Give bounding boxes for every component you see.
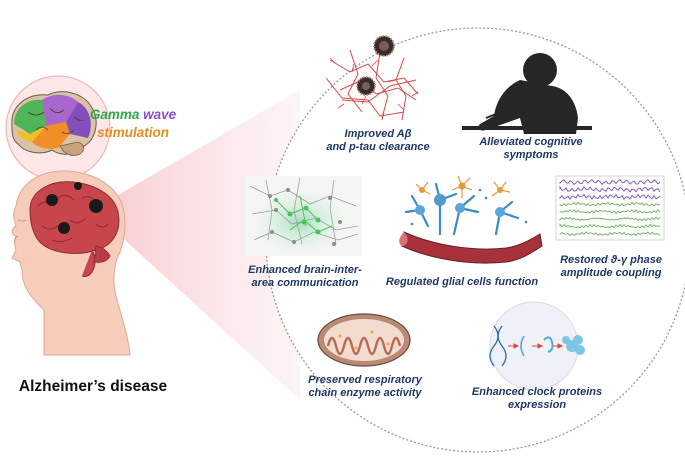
dna-to-protein-icon	[489, 301, 585, 391]
stimulation-badge	[5, 75, 111, 181]
plaque-dot	[46, 194, 58, 206]
disease-label: Alzheimer’s disease	[18, 378, 168, 395]
stimulation-word-wave: wave	[143, 107, 177, 122]
effect-label-amyloid: Improved Aβ and p-tau clearance	[326, 128, 430, 153]
head-silhouette-icon	[11, 170, 131, 356]
effect-label-communication: Enhanced brain-inter- area communication	[248, 264, 362, 289]
effect-label-cognitive: Alleviated cognitive symptoms	[479, 136, 583, 161]
eeg-line	[559, 201, 661, 207]
projection-cone	[92, 90, 300, 400]
dna-helix-icon	[489, 325, 507, 367]
amyloid-plaque-icon	[325, 49, 419, 121]
eeg-line	[559, 223, 661, 229]
eeg-line	[559, 178, 661, 186]
effect-label-glial: Regulated glial cells function	[385, 276, 539, 288]
stimulation-word-gamma: Gamma	[89, 107, 140, 122]
neural-network-icon	[246, 176, 362, 256]
effect-label-coupling: Restored ϑ-γ phase amplitude coupling	[560, 254, 662, 279]
colored-brain-icon	[11, 91, 97, 156]
stimulation-word-stimulation: stimulation	[96, 125, 169, 140]
plaque-dot	[89, 199, 103, 213]
person-writing-icon	[462, 53, 592, 134]
eeg-line	[559, 185, 661, 193]
glial-cell-vessel-icon	[399, 175, 543, 264]
clock-protein-icon	[562, 335, 585, 355]
effect-label-respiratory: Preserved respiratory chain enzyme activ…	[308, 374, 422, 399]
stimulation-title: Gamma wave stimulation	[78, 106, 188, 142]
eeg-line	[559, 193, 661, 201]
eeg-trace-icon	[555, 175, 665, 241]
eeg-line	[559, 216, 661, 222]
plaque-dot	[74, 182, 82, 190]
plaque-core	[356, 35, 395, 96]
mitochondrion-icon	[317, 313, 411, 367]
eeg-line	[559, 231, 661, 237]
eeg-line	[559, 208, 661, 215]
effect-label-clock: Enhanced clock proteins expression	[471, 386, 603, 411]
polypeptide-chain	[543, 336, 554, 353]
plaque-dot	[58, 222, 70, 234]
mrna-strand	[520, 335, 525, 357]
